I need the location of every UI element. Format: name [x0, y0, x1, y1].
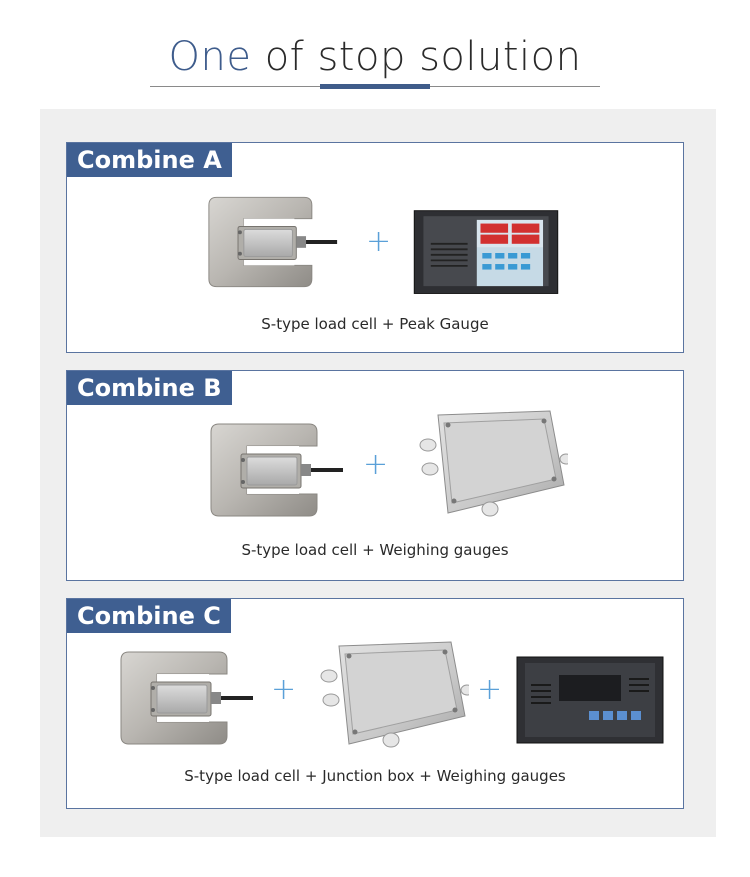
plus-icon: + [366, 224, 392, 259]
title-divider-accent [320, 84, 430, 89]
plus-icon: + [271, 672, 297, 707]
combine-a-card: Combine A + S-type load cell + Peak Gaug… [66, 142, 684, 353]
combine-c-card: Combine C + + S-type load cell + Junctio… [66, 598, 684, 809]
combine-a-label: Combine A [67, 143, 232, 177]
s-type-load-cell-icon [207, 413, 347, 527]
junction-box-icon [319, 639, 469, 751]
page-title: One of stop solution [0, 33, 750, 81]
combine-b-caption: S-type load cell + Weighing gauges [241, 541, 509, 559]
combine-a-caption: S-type load cell + Peak Gauge [261, 315, 489, 333]
combine-b-label: Combine B [67, 371, 232, 405]
combine-b-card: Combine B + S-type load cell + Weighing … [66, 370, 684, 581]
plus-icon: + [363, 447, 389, 482]
s-type-load-cell-icon [205, 187, 341, 297]
combine-c-label: Combine C [67, 599, 231, 633]
page-title-accent: One [168, 34, 252, 80]
peak-gauge-icon [410, 207, 562, 299]
page-title-rest: of stop solution [251, 34, 582, 80]
weighing-gauge-icon [514, 655, 666, 745]
s-type-load-cell-icon [117, 643, 257, 753]
junction-box-icon [418, 406, 568, 522]
combine-c-caption: S-type load cell + Junction box + Weighi… [184, 767, 566, 785]
plus-icon: + [477, 672, 503, 707]
